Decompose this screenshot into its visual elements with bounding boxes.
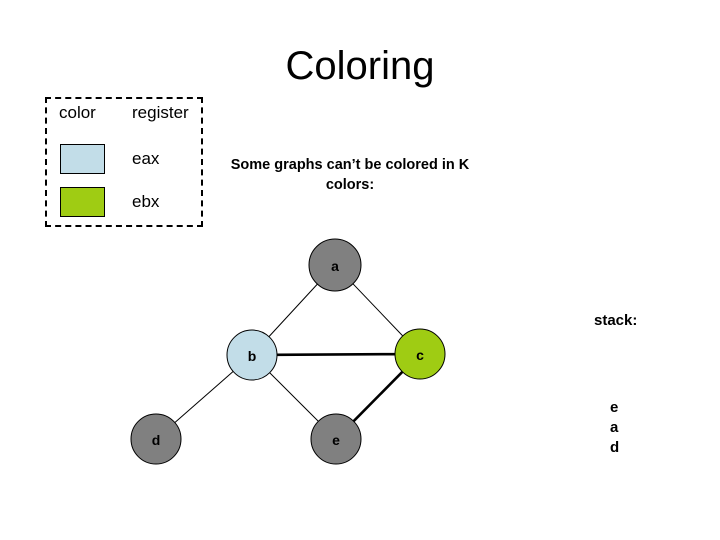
graph-edge-b-d [173,370,235,424]
graph-node-label-e: e [332,432,340,448]
graph-node-circle-a[interactable] [308,238,362,292]
legend-register-eax: eax [132,149,160,168]
stack-title: stack: [594,312,638,329]
graph-node-c[interactable]: c [394,328,446,380]
graph-edge-b-c [275,352,397,357]
graph-edge-a-b [267,283,319,338]
legend-header-color: color [59,103,96,122]
legend-swatch-eax [60,144,105,174]
color-register-legend: color register eax ebx [45,97,203,227]
legend-register-ebx: ebx [132,192,160,211]
graph-node-circle-b[interactable] [226,329,278,381]
graph-node-d[interactable]: d [130,413,182,465]
legend-header-register: register [132,103,189,122]
graph-edge-c-e [351,370,405,423]
graph-node-circle-e[interactable] [310,413,362,465]
graph-node-label-b: b [248,348,257,364]
graph-node-e[interactable]: e [310,413,362,465]
graph-node-layer: a b c d e [130,238,446,465]
graph-node-label-d: d [152,432,161,448]
stack-item: d [610,439,620,456]
graph-node-label-c: c [416,347,424,363]
graph-edge-b-e [268,371,320,423]
legend-swatch-ebx [60,187,105,217]
graph-node-circle-d[interactable] [130,413,182,465]
graph-node-label-a: a [331,258,339,274]
graph-edge-layer [173,282,405,424]
caption-text: Some graphs can’t be colored in K colors… [230,157,470,193]
graph-node-b[interactable]: b [226,329,278,381]
stack-item: a [610,419,619,436]
page-title: Coloring [285,44,435,88]
graph-node-circle-c[interactable] [394,328,446,380]
stack-item: e [610,399,619,416]
graph-node-a[interactable]: a [308,238,362,292]
graph-edge-a-c [351,282,404,337]
